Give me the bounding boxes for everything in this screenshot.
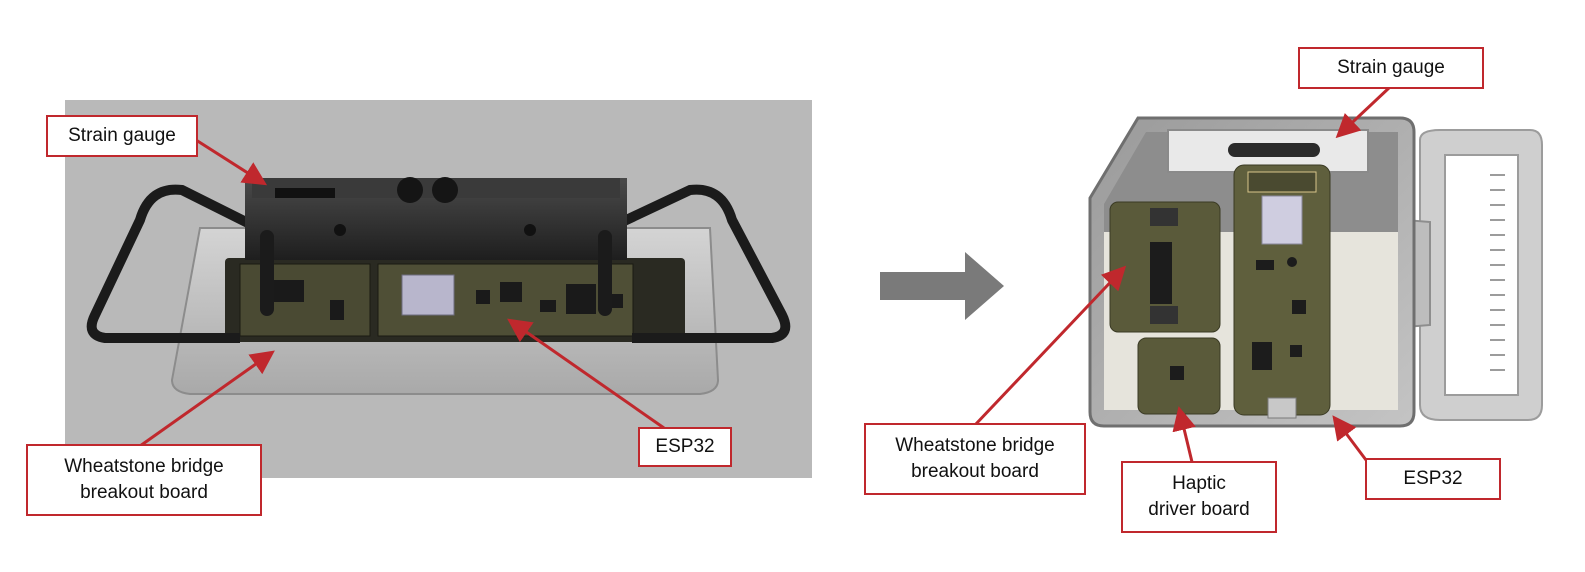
left-handle-left [86,184,265,343]
left-esp32-leader [507,318,665,430]
left-strain-gauge-slot [275,188,335,198]
right-haptic-label: Haptic driver board [1121,461,1277,533]
right-esp32-leader [1332,415,1368,461]
right-esp32-components [1252,257,1306,370]
right-haptic-leader [1172,406,1196,463]
left-screw [524,224,536,236]
left-screw [334,224,346,236]
right-wheatstone-conn [1150,208,1178,226]
right-strain-gauge-slot [1228,143,1320,157]
left-strain-gauge-hole [432,177,458,203]
left-esp32-label: ESP32 [638,427,732,467]
right-esp32-label: ESP32 [1365,458,1501,500]
right-buckle-teeth [1490,174,1505,371]
left-strain-gauge-leader [195,138,268,186]
right-wheatstone-leader [973,265,1127,427]
right-strain-gauge-leader [1335,85,1392,139]
right-wheatstone-chip [1150,242,1172,304]
right-esp32-antenna [1247,171,1317,193]
right-render [1088,116,1543,428]
left-handle-post [260,230,274,316]
left-handle-right [602,184,791,343]
right-wheatstone-conn [1150,306,1178,324]
right-usb-port [1267,397,1297,419]
right-haptic-chip [1170,366,1184,380]
left-handle-post [598,230,612,316]
arrow-right-icon [880,252,1004,320]
left-strain-gauge-label: Strain gauge [46,115,198,157]
right-buckle [1419,129,1543,421]
right-esp32-module [1261,195,1303,245]
left-wheatstone-leader [139,350,275,448]
left-wheatstone-pcb [239,263,371,337]
left-strain-gauge-hole [397,177,423,203]
left-wheatstone-label: Wheatstone bridge breakout board [26,444,262,516]
left-render [65,100,812,478]
left-esp32-chip [401,274,455,316]
right-wheatstone-label: Wheatstone bridge breakout board [864,423,1086,495]
right-strain-gauge-label: Strain gauge [1298,47,1484,89]
